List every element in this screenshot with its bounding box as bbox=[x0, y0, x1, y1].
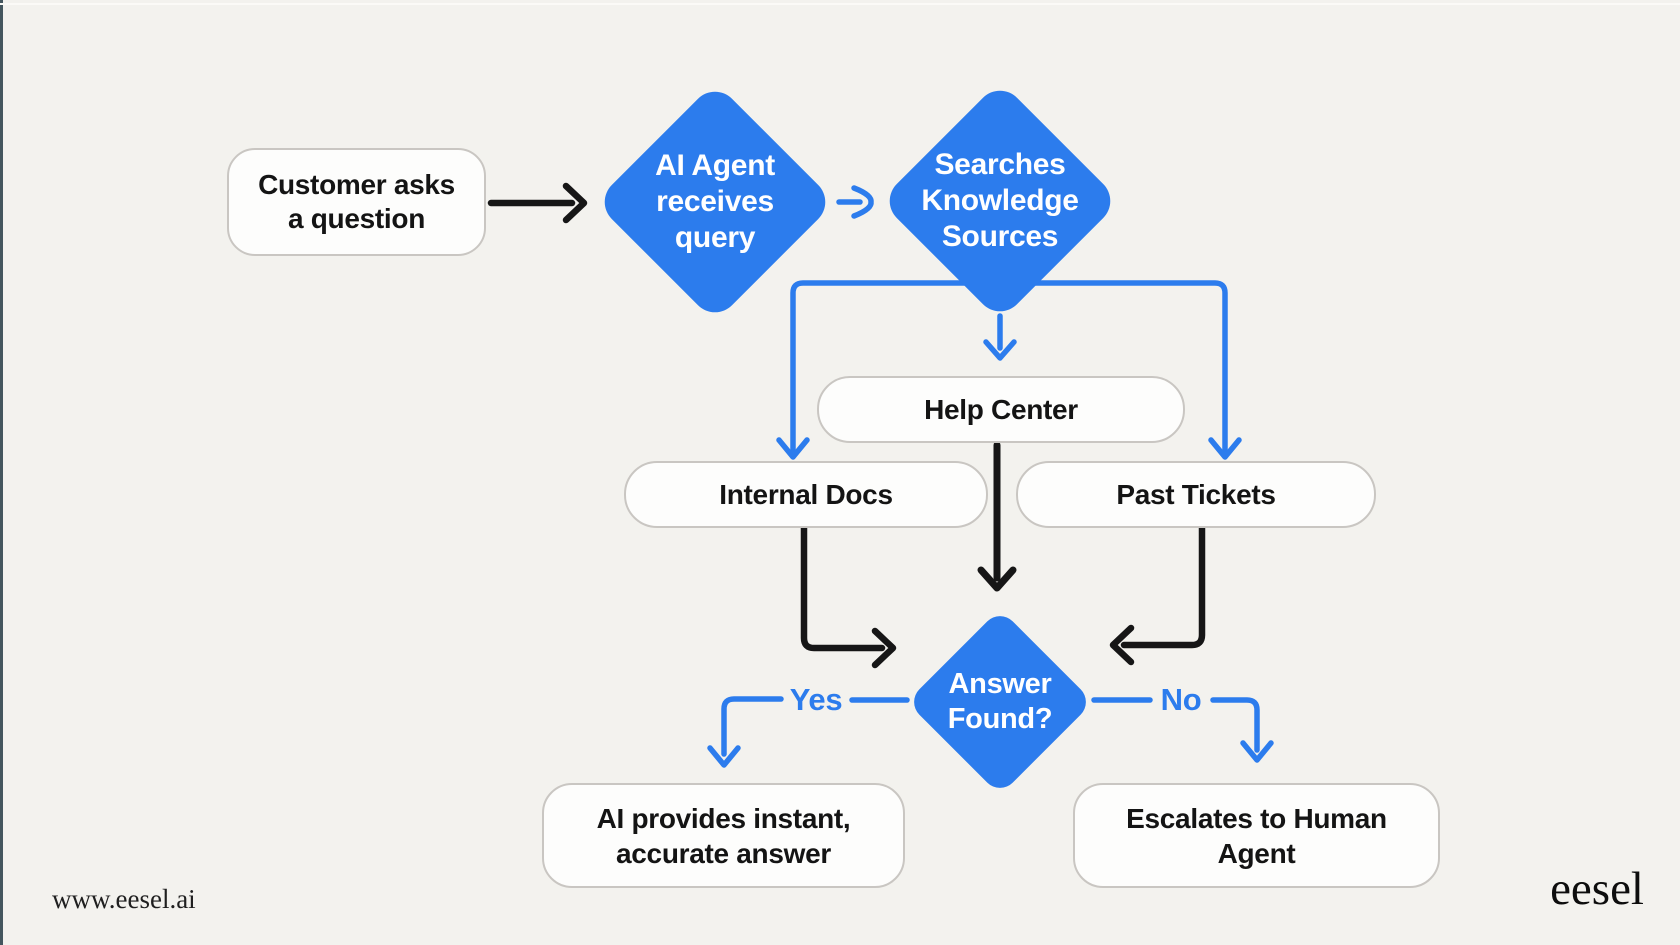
node-internal-docs: Internal Docs bbox=[624, 461, 988, 528]
edge-customer-to-ai-agent bbox=[487, 182, 588, 224]
node-past-tickets: Past Tickets bbox=[1016, 461, 1376, 528]
edge-answer-no bbox=[1091, 697, 1274, 763]
edge-internal-docs-to-answer bbox=[800, 524, 897, 669]
node-ai-provides-answer: AI provides instant,accurate answer bbox=[542, 783, 905, 888]
edge-past-tickets-to-answer bbox=[1109, 524, 1206, 666]
top-edge-line bbox=[0, 3, 1680, 5]
node-help-center: Help Center bbox=[817, 376, 1185, 443]
edge-label-no: No bbox=[1160, 682, 1202, 717]
edge-label-yes: Yes bbox=[789, 682, 843, 717]
eesel-logo: eesel bbox=[1550, 863, 1644, 915]
edge-answer-yes bbox=[707, 696, 910, 768]
edge-ai-agent-to-searches bbox=[836, 185, 874, 219]
footer-website-url: www.eesel.ai bbox=[52, 884, 196, 914]
edge-help-center-to-answer bbox=[977, 441, 1017, 592]
left-edge-border bbox=[0, 0, 3, 945]
